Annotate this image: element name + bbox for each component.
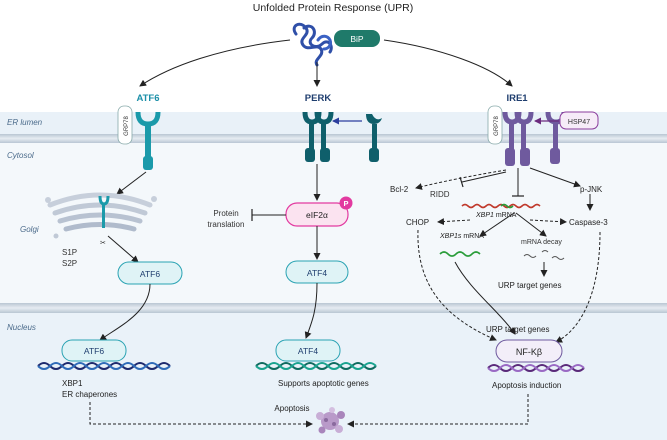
bcl2-label: Bcl-2 [390,185,409,194]
er-chaperones-output-label: ER chaperones [62,390,117,399]
diagram-title: Unfolded Protein Response (UPR) [253,2,414,14]
xbp1s-mrna-gene: XBP1s [439,233,462,240]
atf4-cytosol-label: ATF4 [307,268,327,278]
golgi-apparatus-icon [45,192,157,239]
caspase3-label: Caspase-3 [569,218,608,227]
atf6-to-golgi-arrow [116,171,147,195]
grp78-ire1-label: GRP78 [494,116,500,136]
atf6-cytosol-label: ATF6 [140,269,160,279]
ire1-inhibits-ridd [461,171,507,183]
apoptosis-induction-label: Apoptosis induction [492,381,561,390]
ire1-to-apoptosis-arrow [347,394,529,428]
phospho-label: P [343,199,348,208]
mrna-decay-label: mRNA decay [521,239,562,246]
nucleus-label: Nucleus [7,323,36,332]
hsp47-label: HSP47 [568,119,590,126]
bip-label: BiP [350,34,364,44]
xbp1-to-caspase-arrow [529,218,567,226]
phospho-badge [339,196,353,210]
grp78-atf6-badge [117,105,133,145]
xbp1-output-label: XBP1 [62,379,83,388]
xbp1-mrna-icon [461,203,541,209]
ire1-sensor-label: IRE1 [506,93,528,104]
decayed-mrna-icon [523,250,565,260]
xbp1s-mrna-label: XBP1s mRNA [439,233,484,240]
xbp1-mrna-gene: XBP1 [475,212,494,219]
grp78-ire1-badge [487,105,503,145]
xbp1-to-chop-arrow [437,218,471,226]
scissors-icon: ✂ [100,240,106,247]
chop-to-nfkb-arrow [417,229,497,341]
translation-label: translation [208,220,245,229]
atf6-receptor-icon [135,111,161,170]
nfkb-label: NF-Kβ [516,347,542,357]
atf6-to-nucleus-arrow [99,283,151,341]
atf6-nucleus-box [61,339,127,362]
perk-receptor-icon [302,111,334,162]
er-lumen-label: ER lumen [7,118,43,127]
ire1-receptor-icon [502,111,534,166]
nfkb-box [495,339,563,363]
bip-badge [334,30,380,47]
cytosol-label: Cytosol [7,151,34,160]
nuclear-membrane [0,303,667,313]
s1p-label: S1P [62,248,77,257]
xbp1s-mrna-strand-icon [439,251,481,257]
xbp1-to-decay-arrow [515,212,547,237]
er-membrane [0,134,667,143]
perk-monomer-icon [366,114,382,162]
atf6-sensor-label: ATF6 [136,93,159,104]
golgi-label: Golgi [20,225,39,234]
caspase-to-nfkb-arrow [555,231,601,343]
xbp1-to-xbp1s-arrow [479,212,515,237]
urp-target-genes-nuc-label: URP target genes [486,325,549,334]
apoptotic-cell-icon [316,407,345,434]
apoptosis-label: Apoptosis [274,404,309,413]
s2p-label: S2P [62,259,77,268]
atf4-nucleus-box [275,339,341,362]
ridd-label: RIDD [430,190,450,199]
atf6-to-apoptosis-arrow [89,402,313,428]
pjnk-label: p-JNK [580,185,603,194]
urp-target-genes-cyto-label: URP target genes [498,281,561,290]
apoptotic-genes-output-label: Supports apoptotic genes [278,379,369,388]
golgi-to-atf6-arrow [107,235,139,263]
bip-to-ire1-arrow [383,39,513,87]
perk-sensor-label: PERK [305,93,332,104]
dna-helix-atf4-icon [255,362,377,370]
chop-label: CHOP [406,218,429,227]
atf6-nucleus-label: ATF6 [84,346,104,356]
hsp47-badge [559,111,599,130]
ridd-inhibition-bar [459,176,464,188]
atf4-nucleus-label: ATF4 [298,346,318,356]
xbp1-mrna-label: XBP1 mRNA [475,212,517,219]
xbp1s-to-nucleus-arrow [454,261,516,335]
grp78-atf6-label: GRP78 [124,116,130,136]
dna-helix-ire1-icon [487,364,585,372]
bip-to-atf6-arrow [139,39,291,87]
ire1-to-bcl2-arrow [415,169,507,190]
dna-helix-atf6-icon [37,362,171,370]
protein-label: Protein [213,209,238,218]
eif2a-label: eIF2α [306,210,328,220]
xbp1-mrna-suffix: mRNA [494,212,517,219]
bip-protein-icon [292,22,333,67]
atf4-to-nucleus-arrow [304,282,318,339]
ire1-to-pjnk-arrow [529,167,581,188]
xbp1s-mrna-suffix: mRNA [461,233,484,240]
